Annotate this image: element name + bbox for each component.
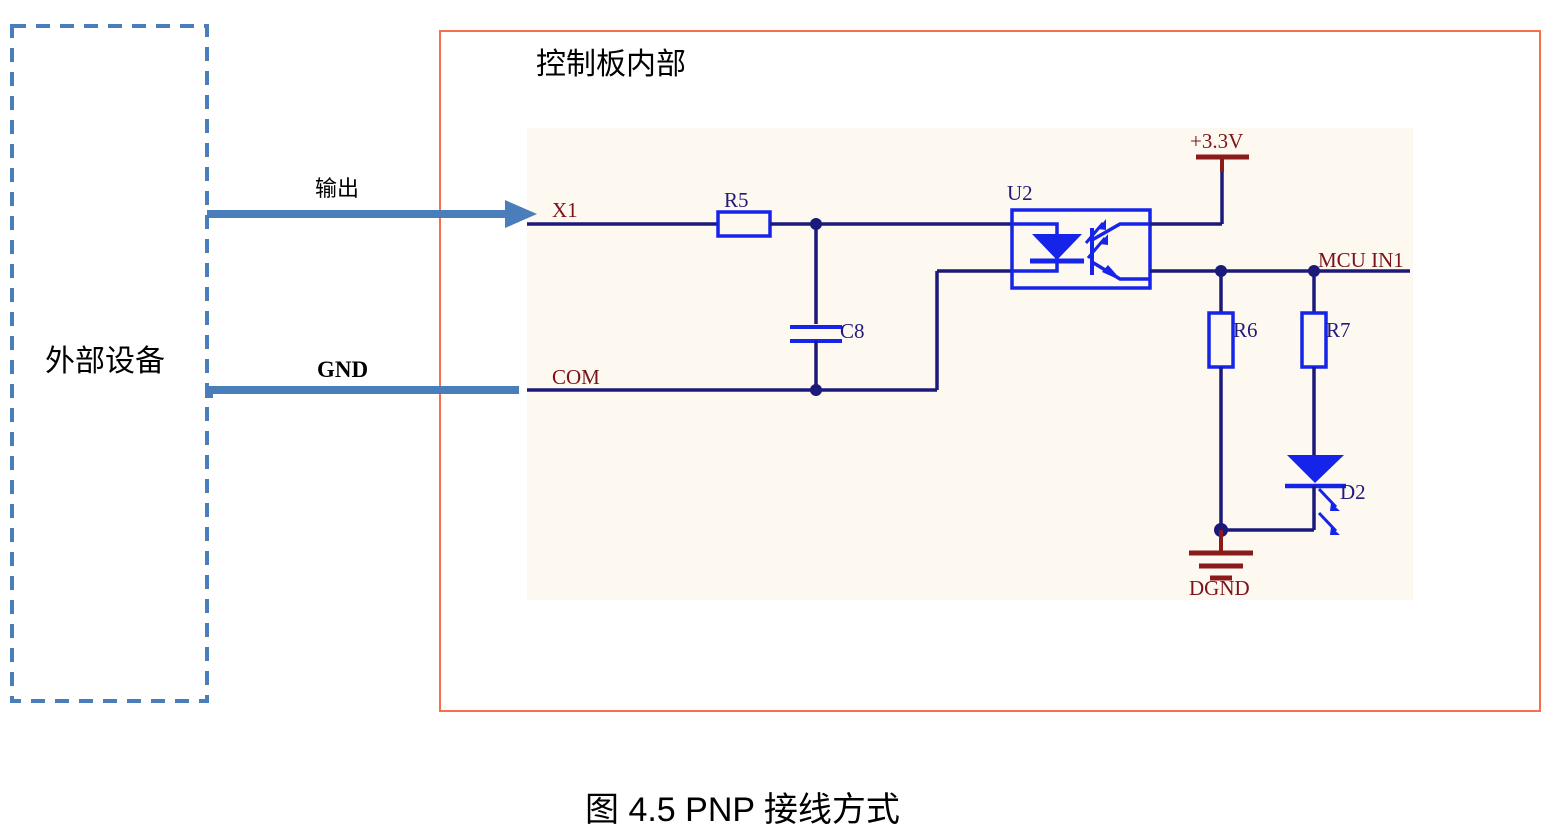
phototransistor-emitter-arrow xyxy=(1102,265,1122,281)
component-label-d2: D2 xyxy=(1340,480,1366,504)
net-label-mcu-in1: MCU IN1 xyxy=(1318,248,1404,272)
control-board-panel xyxy=(439,30,1541,712)
figure-caption: 图 4.5 PNP 接线方式 xyxy=(585,791,900,829)
panel-title: 控制板内部 xyxy=(536,48,686,81)
optocoupler-led-triangle xyxy=(1032,234,1082,260)
led-d2-emission-arrows xyxy=(1317,487,1340,535)
net-label-com: COM xyxy=(552,365,600,389)
output-arrow xyxy=(207,200,537,228)
junction-dot-com-node xyxy=(810,384,822,396)
external-device-label: 外部设备 xyxy=(45,345,165,378)
net-label-supply: +3.3V xyxy=(1190,129,1244,153)
schematic-region-background xyxy=(527,128,1413,600)
optocoupler-u2 xyxy=(1010,208,1152,290)
output-arrow-label: 输出 xyxy=(315,176,360,201)
external-device-box xyxy=(10,24,209,703)
optocoupler-u2-body xyxy=(1010,208,1152,290)
net-label-x1: X1 xyxy=(552,198,578,222)
gnd-arrow-label: GND xyxy=(317,357,369,382)
component-label-r6: R6 xyxy=(1233,318,1258,342)
led-d2 xyxy=(1285,455,1346,535)
phototransistor-collector-lead xyxy=(1091,222,1150,242)
component-label-c8: C8 xyxy=(840,319,865,343)
gnd-connection-line xyxy=(205,386,519,398)
component-label-r5: R5 xyxy=(724,188,749,212)
component-label-u2: U2 xyxy=(1007,181,1033,205)
net-label-dgnd: DGND xyxy=(1189,576,1250,600)
component-label-r7: R7 xyxy=(1326,318,1351,342)
ground-symbol-dgnd xyxy=(1189,530,1253,581)
led-d2-triangle xyxy=(1287,455,1344,483)
